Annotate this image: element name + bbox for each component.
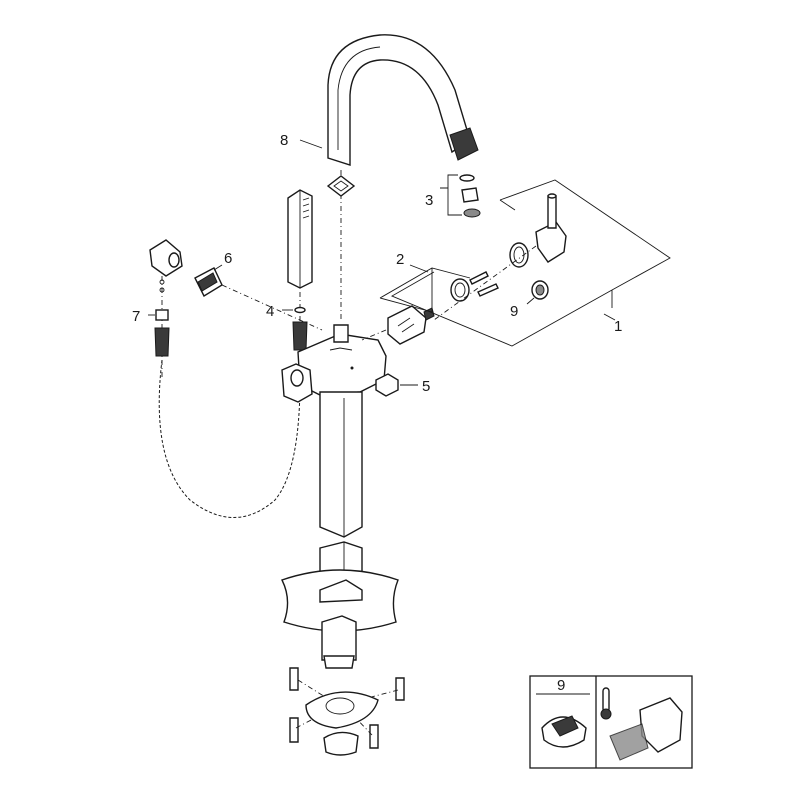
leader-1 (603, 313, 616, 321)
label-6: 6 (224, 250, 232, 267)
label-8: 8 (280, 132, 288, 149)
shower-hose (158, 359, 301, 518)
label-3: 3 (425, 192, 433, 209)
handle-ring (509, 242, 529, 268)
limiter-detail-icon (541, 715, 587, 748)
hose-nut-7 (154, 279, 170, 357)
label-5: 5 (422, 378, 430, 395)
handle-axis (433, 245, 537, 321)
column-upper (319, 391, 363, 538)
assembly-outline-1 (390, 179, 671, 347)
cartridge-ring (450, 278, 470, 302)
leader-3 (440, 174, 462, 216)
spout-seal (326, 175, 356, 197)
lever-handle (535, 193, 567, 263)
spout (327, 34, 479, 166)
aerator (459, 174, 481, 218)
leader-2 (409, 264, 429, 273)
elbow (149, 239, 183, 277)
label-1: 1 (614, 318, 622, 335)
label-2: 2 (396, 251, 404, 268)
allen-key (375, 373, 399, 397)
inset-box: 9 (529, 675, 693, 769)
floor-screws (289, 667, 405, 749)
limiter-9 (531, 280, 549, 300)
inset-label-9: 9 (557, 677, 565, 694)
thermometer-icon (600, 687, 612, 720)
shower-nipple (292, 306, 308, 351)
mounting-flange (305, 691, 379, 756)
connector-6 (194, 267, 223, 297)
leader-8 (299, 139, 323, 149)
lever-detail-icon (609, 697, 683, 761)
hand-shower (287, 189, 313, 289)
bracket-2 (379, 267, 471, 313)
screws-2 (469, 271, 499, 297)
cartridge-axis (361, 329, 387, 341)
label-9: 9 (510, 303, 518, 320)
base-plate (281, 569, 399, 669)
label-7: 7 (132, 308, 140, 325)
leader-9 (526, 297, 535, 305)
label-4: 4 (266, 303, 274, 320)
cartridge (387, 305, 435, 345)
leader-6 (213, 264, 223, 271)
